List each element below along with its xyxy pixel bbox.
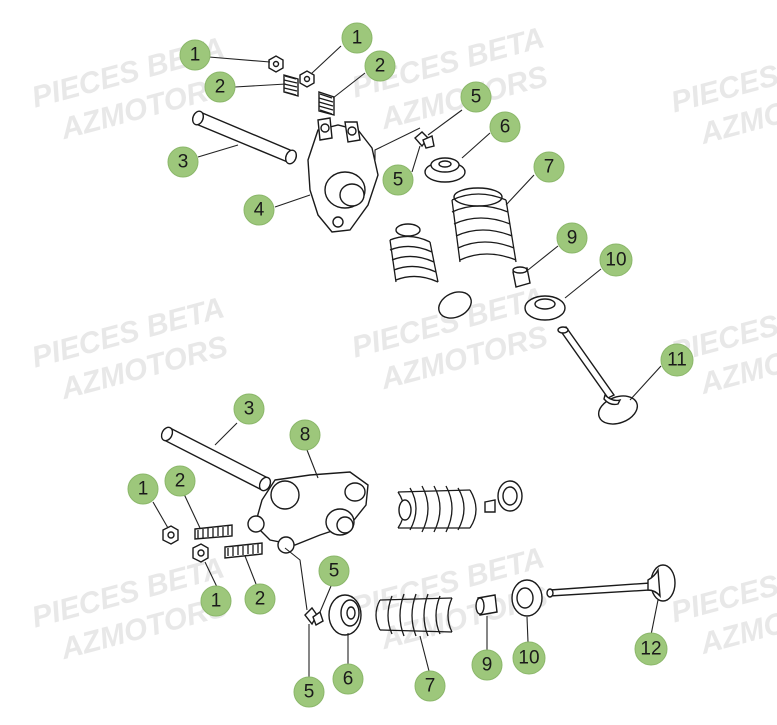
svg-text:7: 7 xyxy=(544,157,555,178)
callout-1-top-left: 1 xyxy=(179,39,211,71)
svg-text:9: 9 xyxy=(567,228,578,249)
svg-text:6: 6 xyxy=(500,117,511,138)
svg-text:2: 2 xyxy=(175,471,186,492)
callout-3-bottom: 3 xyxy=(233,393,265,425)
bottom-screw-lower xyxy=(224,542,263,559)
bottom-rocker-arm xyxy=(247,471,369,554)
svg-text:5: 5 xyxy=(471,87,482,108)
callout-10-bottom: 10 xyxy=(512,641,546,675)
callout-7-top: 7 xyxy=(533,151,565,183)
svg-text:3: 3 xyxy=(178,152,189,173)
bottom-spring-large xyxy=(375,593,453,637)
top-spring-small xyxy=(389,223,472,319)
svg-text:1: 1 xyxy=(211,591,222,612)
leader-lines xyxy=(152,45,662,677)
callout-2-top-left: 2 xyxy=(204,71,236,103)
callout-9-bottom: 9 xyxy=(471,649,503,681)
callout-8-bottom: 8 xyxy=(289,419,321,451)
svg-text:1: 1 xyxy=(190,45,201,66)
svg-text:2: 2 xyxy=(215,77,226,98)
callout-1-top-right: 1 xyxy=(341,22,373,54)
top-screw-right xyxy=(318,91,335,116)
svg-text:2: 2 xyxy=(375,56,386,77)
svg-text:4: 4 xyxy=(254,200,265,221)
svg-text:10: 10 xyxy=(605,250,626,271)
svg-text:9: 9 xyxy=(482,655,493,676)
callout-11-top: 11 xyxy=(660,343,694,377)
callout-2-bottom-upper: 2 xyxy=(164,465,196,497)
bottom-assembly xyxy=(160,426,676,637)
svg-text:7: 7 xyxy=(425,676,436,697)
top-cotters xyxy=(414,131,435,149)
top-rocker-arm xyxy=(307,117,379,233)
callout-2-bottom-lower: 2 xyxy=(244,583,276,615)
callout-5-bottom-upper: 5 xyxy=(318,555,350,587)
callout-5-top-upper: 5 xyxy=(460,81,492,113)
callout-badges: 1 1 2 2 3 4 5 5 6 7 9 10 11 3 8 1 2 1 2 … xyxy=(127,22,694,708)
callout-12-bottom: 12 xyxy=(634,632,668,666)
callout-1-bottom-lower: 1 xyxy=(200,585,232,617)
callout-6-top: 6 xyxy=(489,111,521,143)
callout-6-bottom: 6 xyxy=(332,663,364,695)
top-valve-seal xyxy=(512,266,531,288)
svg-text:8: 8 xyxy=(300,425,311,446)
top-nut-left-hole xyxy=(272,60,280,68)
top-nut-right-hole xyxy=(303,75,311,83)
callout-5-top-lower: 5 xyxy=(382,164,414,196)
bottom-rocker-shaft xyxy=(160,426,272,492)
svg-text:2: 2 xyxy=(255,589,266,610)
svg-text:5: 5 xyxy=(304,682,315,703)
top-screw-left xyxy=(283,74,299,97)
bottom-valve xyxy=(546,564,676,602)
callout-1-bottom-upper: 1 xyxy=(127,473,159,505)
callout-2-top-right: 2 xyxy=(364,50,396,82)
svg-text:3: 3 xyxy=(244,399,255,420)
top-rocker-shaft xyxy=(191,110,298,165)
callout-10-top: 10 xyxy=(599,243,633,277)
callout-7-bottom: 7 xyxy=(414,670,446,702)
svg-text:6: 6 xyxy=(343,669,354,690)
top-spring-washer xyxy=(524,295,566,321)
bottom-spring-washer xyxy=(511,579,543,617)
top-assembly xyxy=(191,55,639,425)
svg-text:11: 11 xyxy=(667,350,687,371)
svg-text:1: 1 xyxy=(138,479,149,500)
bottom-spring-horizontal xyxy=(397,480,523,533)
callout-9-top: 9 xyxy=(556,222,588,254)
bottom-screw-upper xyxy=(194,524,233,540)
top-valve xyxy=(557,326,639,425)
top-retainer xyxy=(424,157,466,183)
svg-text:12: 12 xyxy=(640,639,661,660)
top-spring-large xyxy=(451,187,517,263)
svg-text:5: 5 xyxy=(393,170,404,191)
callout-5-bottom-lower: 5 xyxy=(293,676,325,708)
bottom-valve-seal xyxy=(475,594,498,616)
svg-text:10: 10 xyxy=(518,648,539,669)
callout-3-top: 3 xyxy=(167,146,199,178)
callout-4-top: 4 xyxy=(243,194,275,226)
bottom-cotters xyxy=(304,606,324,627)
svg-text:5: 5 xyxy=(329,561,340,582)
svg-text:1: 1 xyxy=(352,28,363,49)
bottom-retainer xyxy=(328,594,362,636)
